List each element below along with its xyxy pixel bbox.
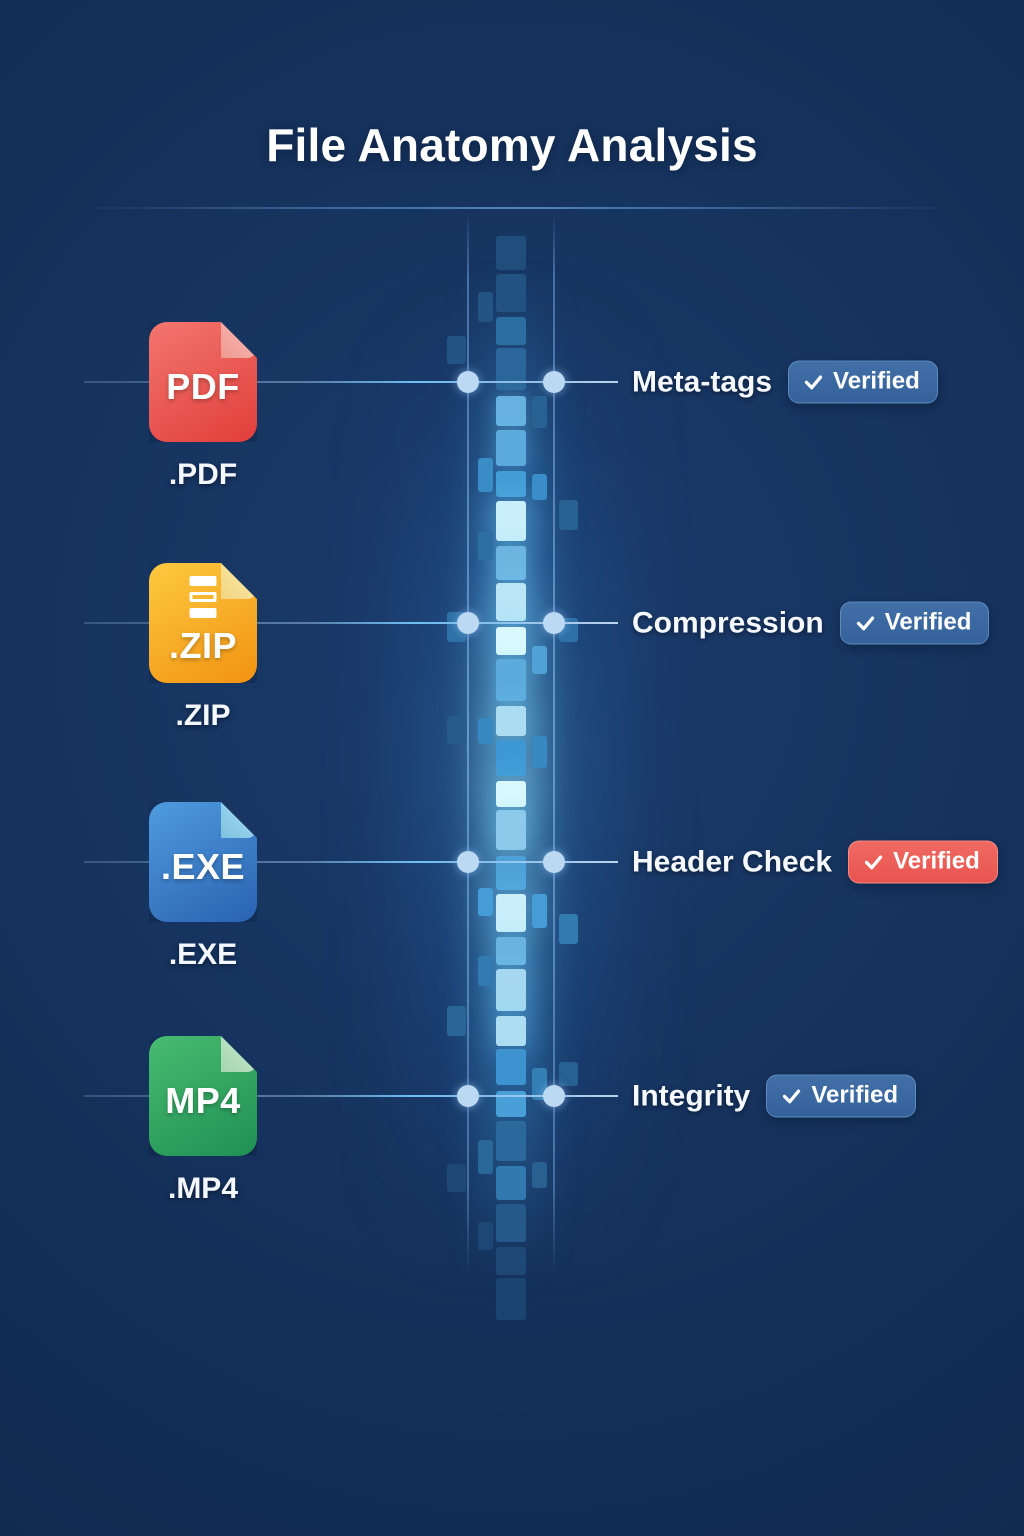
badge-label: Verified (811, 1081, 899, 1109)
connector-dot-right (543, 612, 565, 634)
checkmark-icon (804, 375, 823, 389)
feature-label: Compression (632, 606, 824, 639)
analysis-feature: Compression Verified (632, 601, 990, 645)
file-icon-text: MP4 (165, 1080, 241, 1121)
checkmark-icon (783, 1089, 801, 1103)
feature-label: Integrity (632, 1079, 751, 1112)
file-icon-exe[interactable]: .EXE (149, 802, 257, 922)
stream-glow-wide (415, 300, 605, 1260)
connector-line (84, 622, 618, 624)
file-icon-mp4[interactable]: MP4 (149, 1036, 257, 1156)
badge-label: Verified (884, 608, 972, 636)
connector-line (84, 1095, 618, 1097)
file-icon-text: PDF (166, 366, 240, 407)
connector-dot-left (457, 851, 479, 873)
zipper-icon (190, 576, 217, 618)
verified-badge[interactable]: Verified (848, 840, 998, 884)
verified-badge[interactable]: Verified (766, 1074, 917, 1118)
file-icon-text: .EXE (160, 846, 246, 887)
analysis-feature: Header Check Verified (632, 840, 998, 884)
zipper-bar (190, 608, 217, 618)
connector-line (84, 861, 618, 863)
connector-dot-left (457, 1085, 479, 1107)
badge-label: Verified (833, 367, 920, 395)
folded-corner-icon (221, 322, 257, 358)
folded-corner-icon (221, 802, 257, 838)
file-extension-label: .MP4 (167, 1172, 239, 1205)
checkmark-icon (856, 616, 874, 630)
file-extension-label: .PDF (168, 458, 238, 491)
file-icon-zip[interactable]: .ZIP (149, 563, 257, 683)
verified-badge[interactable]: Verified (839, 601, 990, 645)
folded-corner-icon (221, 563, 257, 599)
title-divider (75, 207, 960, 209)
file-extension-label: .EXE (168, 938, 238, 971)
connector-dot-right (543, 851, 565, 873)
verified-badge[interactable]: Verified (788, 360, 938, 404)
folded-corner-icon (221, 1036, 257, 1072)
file-icon-pdf[interactable]: PDF (149, 322, 257, 442)
feature-label: Header Check (632, 845, 833, 878)
connector-line (84, 381, 618, 383)
file-extension-label: .ZIP (175, 699, 231, 732)
zipper-bar (190, 576, 217, 586)
page-title: File Anatomy Analysis (266, 119, 758, 171)
file-icon-text: .ZIP (168, 625, 237, 666)
connector-dot-left (457, 612, 479, 634)
analysis-feature: Meta-tags Verified (632, 360, 938, 404)
badge-label: Verified (893, 847, 980, 875)
stream-glow-core (478, 265, 544, 1275)
connector-dot-right (543, 1085, 565, 1107)
connector-dot-right (543, 371, 565, 393)
analysis-feature: Integrity Verified (632, 1074, 917, 1118)
connector-dot-left (457, 371, 479, 393)
checkmark-icon (864, 855, 883, 869)
feature-label: Meta-tags (632, 365, 773, 398)
zipper-bar-hollow (190, 592, 217, 602)
